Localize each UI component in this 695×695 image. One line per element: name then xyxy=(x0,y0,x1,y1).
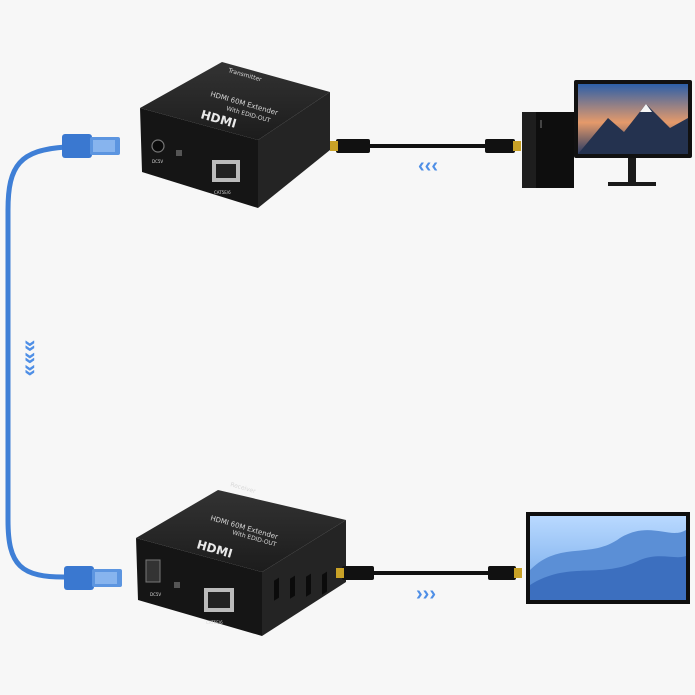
receiver-led xyxy=(174,582,180,588)
monitor xyxy=(574,80,692,186)
receiver-unit: Receiver HDMI 60M Extender With EDID-OUT… xyxy=(136,481,346,636)
receiver-vents xyxy=(274,571,327,601)
pc-tower xyxy=(522,112,574,188)
receiver-label: Receiver xyxy=(229,481,256,495)
transmitter-lan-label: CAT5E/6 xyxy=(214,190,231,195)
rj45-connector-top xyxy=(62,134,120,158)
receiver-power-port xyxy=(145,559,161,583)
receiver-lan-label: CAT5E/6 xyxy=(206,620,223,625)
rj45-connector-bottom xyxy=(64,566,122,590)
hdmi-cable-top xyxy=(330,139,521,153)
top-flow-arrows: ‹‹‹ xyxy=(418,155,438,177)
hdmi-cable-bottom xyxy=(336,566,522,580)
transmitter-power-port xyxy=(151,139,165,153)
tv-display xyxy=(526,512,690,604)
transmitter-led xyxy=(176,150,182,156)
transmitter-power-label: DC5V xyxy=(152,159,163,164)
vertical-flow-arrows: »»» xyxy=(19,340,44,377)
receiver-power-label: DC5V xyxy=(150,592,161,597)
bottom-flow-arrows: ››› xyxy=(416,583,436,605)
transmitter-unit: Transmitter HDMI 60M Extender With EDID-… xyxy=(140,62,330,208)
ethernet-cable xyxy=(5,134,122,590)
